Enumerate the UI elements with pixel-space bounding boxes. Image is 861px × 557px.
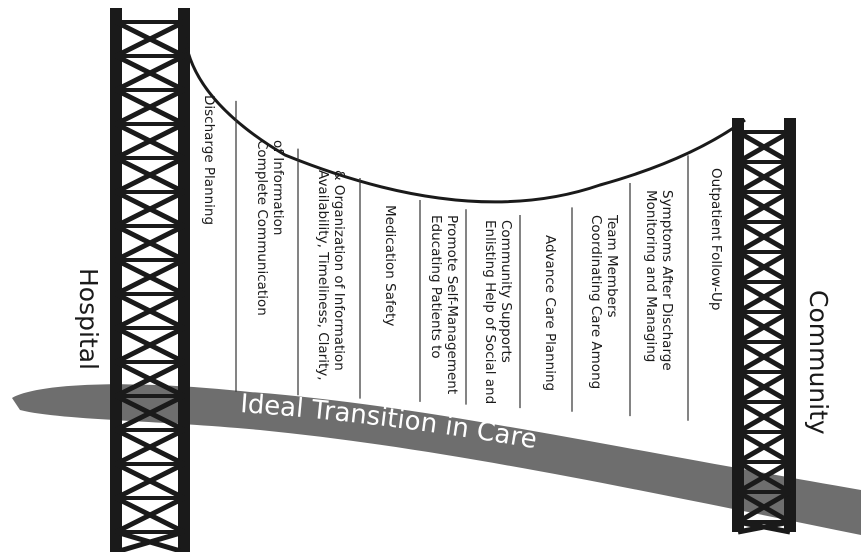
left-tower (110, 8, 190, 555)
component-label: Complete Communicationof Information (254, 140, 286, 316)
tower-brace (114, 291, 186, 331)
component-label: Availability, Timeliness, Clarity,& Orga… (315, 170, 347, 381)
tower-brace (114, 359, 186, 399)
component-label: Educating Patients toPromote Self-Manage… (428, 215, 460, 394)
tower-brace (736, 369, 792, 405)
tower-brace (114, 461, 186, 501)
tower-post (110, 8, 122, 552)
suspender-group: Discharge Planning Complete Communication… (201, 95, 724, 421)
tower-brace (114, 495, 186, 535)
tower-brace (736, 189, 792, 225)
tower-post (178, 8, 190, 552)
tower-brace (736, 429, 792, 465)
component-label-line: Complete Communication (254, 140, 270, 316)
tower-brace (114, 53, 186, 93)
suspension-cable (182, 11, 746, 204)
component-label-line: Discharge Planning (201, 95, 217, 225)
component-label-line: Promote Self-Management (444, 215, 460, 394)
tower-brace (736, 219, 792, 255)
tower-brace (114, 325, 186, 365)
component-label-line: Availability, Timeliness, Clarity, (315, 170, 331, 381)
component-label-line: Team Members (604, 214, 620, 318)
tower-post (732, 118, 744, 532)
right-tower (732, 118, 796, 535)
community-label: Community (804, 290, 833, 435)
transition-road (12, 384, 861, 535)
tower-brace (114, 257, 186, 297)
tower-brace (114, 87, 186, 127)
tower-brace (114, 393, 186, 433)
tower-brace (114, 223, 186, 263)
component-label: Coordinating Care AmongTeam Members (588, 214, 620, 389)
component-label: Discharge Planning (201, 95, 217, 225)
component-label: Enlisting Help of Social andCommunity Su… (482, 220, 514, 404)
component-label-line: Outpatient Follow-Up (708, 168, 724, 310)
component-label: Monitoring and ManagingSymptoms After Di… (643, 190, 675, 371)
component-label-line: Monitoring and Managing (643, 190, 659, 362)
component-label-line: Educating Patients to (428, 215, 444, 359)
component-label-line: Coordinating Care Among (588, 215, 604, 389)
component-label-line: Medication Safety (382, 205, 398, 326)
tower-brace (736, 279, 792, 315)
component-label: Advance Care Planning (542, 235, 558, 391)
tower-brace (736, 339, 792, 375)
component-label-line: of Information (270, 140, 286, 235)
tower-brace (736, 249, 792, 285)
component-label: Medication Safety (382, 205, 398, 326)
tower-post (784, 118, 796, 532)
tower-brace (736, 309, 792, 345)
tower-brace (736, 459, 792, 495)
hospital-label: Hospital (74, 268, 103, 370)
tower-brace (114, 19, 186, 59)
tower-brace (114, 189, 186, 229)
component-label: Outpatient Follow-Up (708, 168, 724, 310)
tower-brace (736, 489, 792, 525)
tower-brace (736, 159, 792, 195)
tower-brace (736, 399, 792, 435)
tower-brace (115, 529, 185, 555)
component-label-line: Enlisting Help of Social and (482, 220, 498, 404)
component-label-line: & Organization of Information (331, 170, 347, 371)
component-label-line: Community Supports (498, 220, 514, 363)
component-label-line: Advance Care Planning (542, 235, 558, 391)
tower-brace (114, 121, 186, 161)
tower-brace (114, 427, 186, 467)
tower-brace (736, 129, 792, 165)
component-label-line: Symptoms After Discharge (659, 190, 675, 371)
tower-brace (114, 155, 186, 195)
